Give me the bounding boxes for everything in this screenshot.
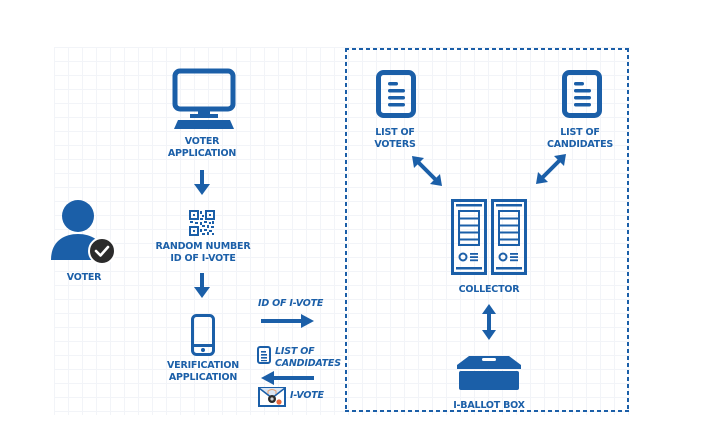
verification-application-line2: APPLICATION [168, 372, 238, 383]
id-of-ivote-flow-label: ID OF I-VOTE [258, 298, 324, 309]
list-of-candidates-flow-line2: CANDIDATES [275, 358, 341, 369]
sealed-envelope-icon [258, 387, 286, 407]
ivote-flow-label: I-VOTE [290, 390, 324, 401]
list-of-voters-label: LIST OF VOTERS [374, 127, 415, 151]
random-number-line1: RANDOM NUMBER [155, 241, 251, 252]
list-of-voters-line2: VOTERS [374, 139, 416, 150]
collector-label: COLLECTOR [458, 284, 520, 295]
arrow-down-icon [194, 170, 210, 196]
document-list-icon [257, 346, 271, 364]
list-of-candidates-flow-line1: LIST OF [275, 346, 315, 357]
server-pair-icon [451, 199, 527, 275]
voter-application-label: VOTER APPLICATION [168, 136, 236, 160]
voter-icon [39, 194, 119, 266]
document-list-icon [562, 70, 602, 118]
list-of-voters-line1: LIST OF [375, 127, 415, 138]
list-of-candidates-label: LIST OF CANDIDATES [547, 127, 613, 151]
qr-code-icon [189, 210, 215, 236]
arrow-right-icon [261, 314, 315, 328]
verification-application-line1: VERIFICATION [167, 360, 239, 371]
list-of-candidates-line1: LIST OF [560, 127, 600, 138]
bidirectional-arrow-icon [412, 156, 442, 186]
desktop-computer-icon [170, 68, 238, 130]
bidirectional-arrow-icon [481, 304, 497, 340]
voter-application-line1: VOTER [184, 136, 220, 147]
check-badge-icon [88, 237, 116, 265]
smartphone-icon [191, 314, 215, 356]
ballot-box-label: I-BALLOT BOX [453, 400, 525, 411]
list-of-candidates-line2: CANDIDATES [546, 139, 614, 150]
list-of-candidates-flow-label: LIST OF CANDIDATES [275, 346, 341, 370]
bidirectional-arrow-icon [536, 154, 566, 184]
random-number-line2: ID OF I-VOTE [170, 253, 236, 264]
arrow-down-icon [194, 273, 210, 299]
random-number-label: RANDOM NUMBER ID OF I-VOTE [156, 241, 251, 265]
voter-application-line2: APPLICATION [167, 148, 237, 159]
voter-label: VOTER [66, 272, 102, 283]
verification-application-label: VERIFICATION APPLICATION [167, 360, 239, 384]
arrow-left-icon [260, 371, 314, 385]
ballot-box-icon [455, 355, 523, 391]
document-list-icon [376, 70, 416, 118]
